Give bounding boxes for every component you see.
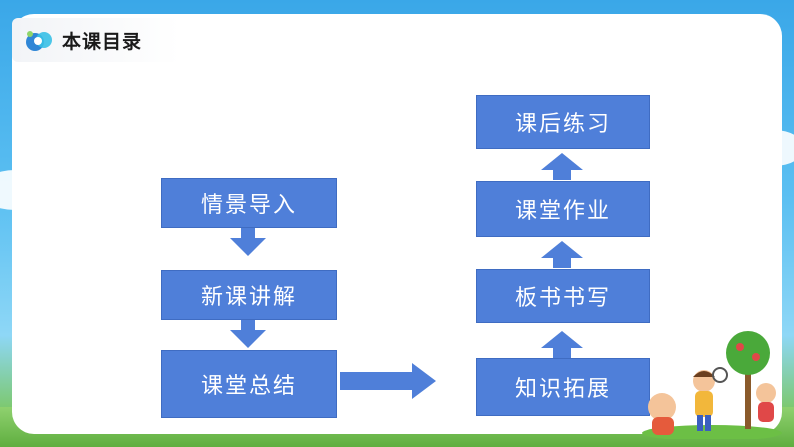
arrow-up-2 xyxy=(541,241,583,268)
arrow-down-2 xyxy=(230,320,266,348)
logo-icon xyxy=(26,31,52,51)
flow-box-board-writing: 板书书写 xyxy=(476,269,650,323)
arrow-up-1 xyxy=(541,331,583,358)
content-card xyxy=(12,14,782,434)
kids-illustration xyxy=(642,331,782,439)
page-title: 本课目录 xyxy=(62,31,143,53)
arrow-right xyxy=(340,363,436,399)
arrow-down-1 xyxy=(230,228,266,256)
arrow-up-3 xyxy=(541,153,583,180)
flow-box-new-lesson: 新课讲解 xyxy=(161,270,337,320)
flow-box-summary: 课堂总结 xyxy=(161,350,337,418)
flow-box-extension: 知识拓展 xyxy=(476,358,650,416)
flow-box-practice: 课后练习 xyxy=(476,95,650,149)
flow-box-intro: 情景导入 xyxy=(161,178,337,228)
flow-box-homework: 课堂作业 xyxy=(476,181,650,237)
